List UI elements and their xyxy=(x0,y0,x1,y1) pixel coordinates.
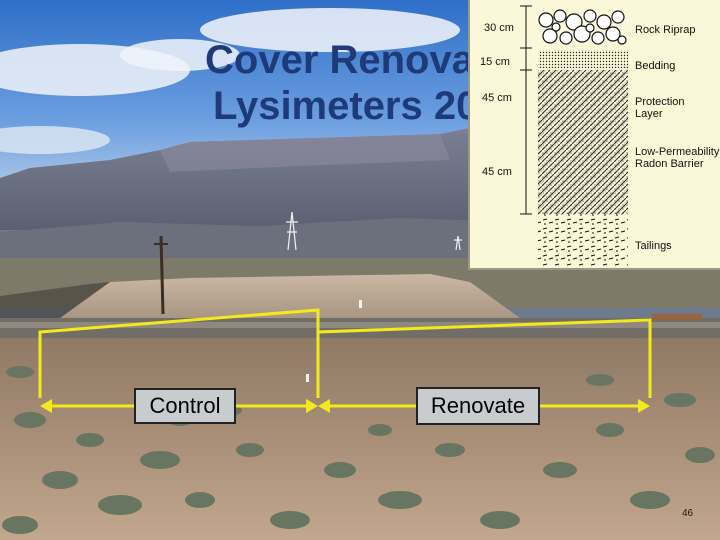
tailings-layer xyxy=(538,214,628,266)
tailings-mound xyxy=(60,274,520,318)
cloud xyxy=(0,126,110,154)
dimension-label-riprap: 30 cm xyxy=(484,22,514,34)
dimension-line xyxy=(520,5,532,215)
page-number: 46 xyxy=(682,508,694,519)
utility-pole xyxy=(159,235,165,315)
layer-label-tailings: Tailings xyxy=(635,240,672,252)
sagebrush xyxy=(2,366,715,534)
renovate-plot-label: Renovate xyxy=(416,387,540,425)
plot-boundary-arrows xyxy=(38,308,652,408)
cover-profile-diagram: 30 cm 15 cm 45 cm 45 cm Rock Riprap Bedd… xyxy=(468,0,720,270)
layer-label-bedding: Bedding xyxy=(635,60,676,72)
layer-label-rock-riprap: Rock Riprap xyxy=(635,24,696,36)
mesa-cliff xyxy=(160,134,450,172)
cloud xyxy=(200,8,460,52)
bedding-layer xyxy=(538,50,628,68)
cloud xyxy=(120,39,240,71)
power-towers xyxy=(286,211,462,251)
layer-label-protection-layer: Protection Layer xyxy=(635,96,685,120)
gravel-strip-light xyxy=(0,322,720,328)
dimension-label-bedding: 15 cm xyxy=(480,56,510,68)
arrow-heads xyxy=(40,399,650,413)
control-plot-label: Control xyxy=(134,388,236,424)
riprap-layer xyxy=(538,9,627,45)
cover-profile-graphic xyxy=(520,5,628,266)
slide-title-line-2: Lysimeters 200 xyxy=(213,84,501,128)
layer-label-radon-barrier: Low-Permeability Radon Barrier xyxy=(635,146,720,170)
dimension-label-protection: 45 cm xyxy=(482,92,512,104)
mound-shadow xyxy=(0,282,110,318)
dimension-label-radon-barrier: 45 cm xyxy=(482,166,512,178)
